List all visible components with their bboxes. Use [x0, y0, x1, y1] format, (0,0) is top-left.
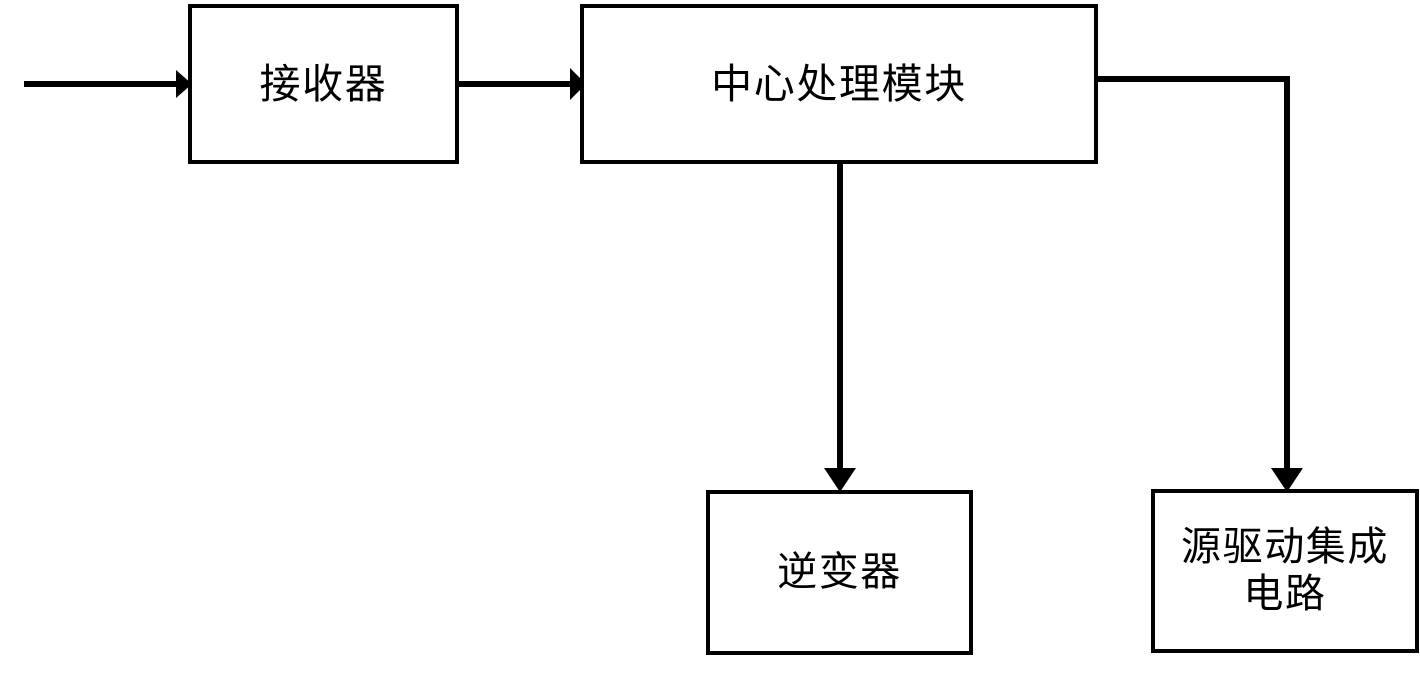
- edge-input-to-receiver: [24, 70, 192, 98]
- node-central-processing-module-label: 中心处理模块: [711, 59, 967, 108]
- node-central-processing-module[interactable]: 中心处理模块: [580, 4, 1098, 164]
- node-receiver-label: 接收器: [259, 59, 388, 108]
- edge-input-to-receiver-arrowhead: [176, 70, 192, 98]
- node-inverter[interactable]: 逆变器: [706, 490, 973, 655]
- edge-central-to-inverter-arrowhead: [824, 468, 856, 492]
- node-source-driver-ic[interactable]: 源驱动集成 电路: [1151, 489, 1419, 653]
- node-receiver[interactable]: 接收器: [188, 4, 459, 164]
- edge-central-to-source-driver-arrowhead: [1271, 468, 1303, 492]
- edge-receiver-to-central: [459, 68, 586, 100]
- node-inverter-label: 逆变器: [777, 548, 902, 595]
- node-source-driver-ic-label: 源驱动集成 电路: [1181, 523, 1389, 617]
- edge-central-to-inverter: [824, 164, 856, 492]
- edge-receiver-to-central-arrowhead: [570, 68, 586, 100]
- edge-central-to-source-driver: [1096, 76, 1303, 492]
- edge-central-to-source-driver-line: [1096, 76, 1290, 472]
